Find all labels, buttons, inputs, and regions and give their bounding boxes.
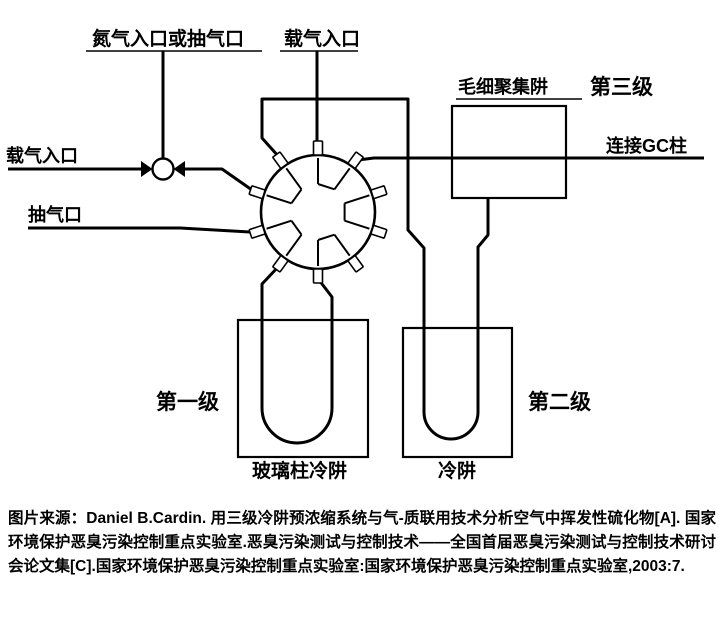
valve-port-fitting [370,185,388,200]
label-capillary-trap: 毛细聚集阱 [458,76,548,97]
label-carrier-gas-top: 载气入口 [284,27,360,50]
valve-port-fitting [312,268,324,284]
valve-port-fitting [272,255,289,273]
valve-spokes [266,158,370,266]
valve-ports [248,140,388,284]
label-underlines [86,50,582,100]
stage2-label: 第二级 [528,390,591,414]
valve-port-fitting [248,185,266,200]
valve-port-fitting [312,140,324,156]
stage1-trap-box [236,318,370,459]
stage2-trap-box [401,326,514,459]
stage3-label: 第三级 [590,75,653,99]
valve-port-fitting [272,151,289,169]
stage1-label: 第一级 [156,390,219,414]
valve-port-fitting [347,255,364,273]
preconcentration-diagram: 氮气入口或抽气口 载气入口 载气入口 抽气口 毛细聚集阱 第三级 连接GC柱 第… [6,27,704,482]
label-glass-trap: 玻璃柱冷阱 [252,459,347,482]
tube-gc-line [357,156,704,162]
stage3-trap-box [450,104,568,200]
tube-valve-symbol-out [184,167,253,192]
valve-port-fitting [248,224,266,239]
valve-channels [290,183,346,241]
caption-text: 图片来源：Daniel B.Cardin. 用三级冷阱预浓缩系统与气-质联用技术… [8,510,716,576]
label-connect-gc: 连接GC柱 [606,135,687,156]
valve-port-fitting [347,151,364,169]
tubing [8,51,704,445]
label-pump-port: 抽气口 [28,204,82,225]
label-carrier-gas-left: 载气入口 [6,145,78,166]
label-nitrogen-inlet: 氮气入口或抽气口 [92,27,244,50]
valve-port-fitting [370,224,388,239]
inlet-valve-triangle-right [173,161,185,177]
rotary-valve [248,140,388,284]
inlet-valve-symbol [141,157,185,181]
tube-stage1-circuit [260,264,334,445]
tube-stage2-circuit [260,97,490,441]
inlet-valve-triangle-left [141,161,153,177]
tube-pump-line [28,226,251,234]
inlet-valve-body [151,157,175,181]
trap-boxes [236,104,568,459]
label-cold-trap: 冷阱 [438,459,476,482]
